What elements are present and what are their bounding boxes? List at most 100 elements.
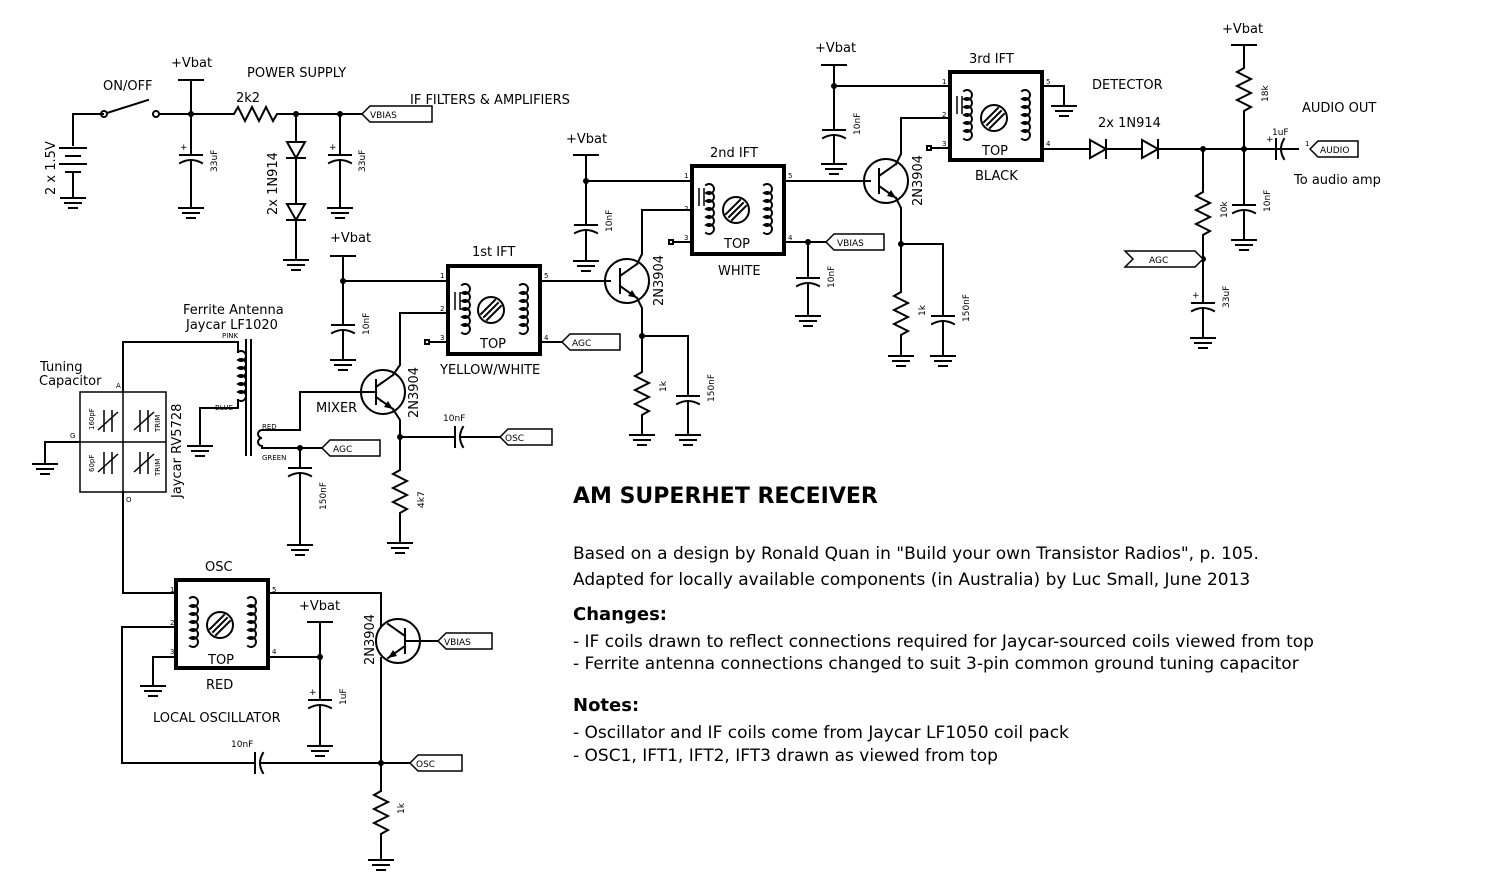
on-off-label: ON/OFF <box>103 79 153 94</box>
ift1-cap-label: 10nF <box>362 313 372 335</box>
ift1-agc-flag: AGC <box>572 339 591 349</box>
changes-heading: Changes: <box>573 604 667 625</box>
resistor-4k7 <box>392 463 408 520</box>
detector-cap-label: 10nF <box>1263 190 1273 212</box>
ift2-vbat-label: +Vbat <box>566 132 607 147</box>
detector-diodes-label: 2x 1N914 <box>1098 116 1161 131</box>
osc-pin2: 2 <box>170 619 174 627</box>
ift3-section: 3rd IFT +Vbat 10nF TOP 1 2 3 5 4 BLACK <box>815 41 1091 184</box>
ift2-vbias-flag: VBIAS <box>837 239 864 249</box>
if-filters-label: IF FILTERS & AMPLIFIERS <box>410 93 570 108</box>
ift3-vbat-label: +Vbat <box>815 41 856 56</box>
ift3-cap-label: 10nF <box>853 113 863 135</box>
vbias-flag: VBIAS <box>370 111 397 121</box>
change-item-2: - Ferrite antenna connections changed to… <box>573 654 1299 674</box>
ift2-pin1: 1 <box>684 172 688 180</box>
resistor-2k2 <box>227 106 284 122</box>
resistor-18k <box>1236 61 1252 118</box>
ift1-pin4: 4 <box>544 334 549 342</box>
ift2-section: 2nd IFT IF FILTERS & AMPLIFIERS +Vbat 10… <box>410 93 885 327</box>
ift1-pin5: 5 <box>544 272 548 280</box>
cap-1uf-label: 1uF <box>1272 128 1289 138</box>
pin-g-label: G <box>70 432 75 440</box>
if-amp2-section: 2N3904 1k 150nF <box>863 117 972 367</box>
osc-pin3: 3 <box>170 648 174 656</box>
credit-line-2: Adapted for locally available components… <box>573 570 1250 590</box>
detector-vbat-label: +Vbat <box>1222 22 1263 37</box>
ift2-pin5: 5 <box>788 172 792 180</box>
audio-flag: AUDIO <box>1320 146 1349 156</box>
ift1-label: 1st IFT <box>472 245 515 260</box>
if-amp1-section: 2N3904 1k 150nF <box>604 209 717 446</box>
to-audio-amp-label: To audio amp <box>1293 173 1381 188</box>
mixer-2n3904-label: 2N3904 <box>407 367 422 418</box>
ift3-label: 3rd IFT <box>969 52 1014 67</box>
jaycar-rv5728-label: Jaycar RV5728 <box>170 404 185 499</box>
cap-33uf-label: 33uF <box>210 150 220 172</box>
osc-1uf-label: 1uF <box>339 688 349 705</box>
change-item-1: - IF coils drawn to reflect connections … <box>573 632 1314 652</box>
osc-pin4: 4 <box>272 648 277 656</box>
svg-text:+: + <box>329 143 337 153</box>
agc-flag: AGC <box>333 445 352 455</box>
ift3-color-label: BLACK <box>975 169 1018 184</box>
mixer-label: MIXER <box>316 401 357 416</box>
detector-agc-flag: AGC <box>1149 256 1168 266</box>
r-18k-label: 18k <box>1261 85 1271 102</box>
r-4k7-label: 4k7 <box>417 491 427 508</box>
red-wire-label: RED <box>262 423 277 431</box>
trim-label-2: TRIM <box>154 459 162 477</box>
ift2-cap-label: 10nF <box>605 210 615 232</box>
green-wire-label: GREEN <box>262 454 286 462</box>
osc-r-label: 1k <box>397 802 407 814</box>
power-switch <box>105 98 150 115</box>
osc-label: OSC <box>205 560 233 575</box>
ift1-top-label: TOP <box>479 337 506 352</box>
ift2-label: 2nd IFT <box>710 146 758 161</box>
svg-text:+: + <box>1266 135 1274 145</box>
detector-33uf-label: 33uF <box>1222 286 1232 308</box>
if-amp1-resistor <box>634 365 650 422</box>
detector-section: DETECTOR 2x 1N914 +Vbat 18k 10nF 10k + 3… <box>1089 22 1381 349</box>
cap-33uf-label-2: 33uF <box>358 150 368 172</box>
ift1-pin2: 2 <box>440 305 444 313</box>
audio-out-label: AUDIO OUT <box>1302 101 1376 116</box>
osc-2n3904-label: 2N3904 <box>363 614 378 665</box>
ift2-pin4: 4 <box>788 234 793 242</box>
osc-vbat-label: +Vbat <box>299 599 340 614</box>
osc-top-label: TOP <box>207 653 234 668</box>
ift2-pin3: 3 <box>684 234 688 242</box>
oscillator-section: OSC TOP 1 2 3 5 4 RED LOCAL OSCILLATOR 1… <box>121 560 493 871</box>
audio-pin1: 1 <box>1305 140 1309 148</box>
ift1-pin1: 1 <box>440 272 444 280</box>
power-supply-section: ON/OFF POWER SUPPLY +Vbat 2 x 1.5V + 33u… <box>44 56 433 271</box>
if-amp1-r-label: 1k <box>659 380 669 392</box>
power-supply-label: POWER SUPPLY <box>247 66 346 81</box>
ift2-top-label: TOP <box>723 237 750 252</box>
ift3-top-label: TOP <box>981 144 1008 159</box>
jaycar-lf1020-label: Jaycar LF1020 <box>185 318 278 333</box>
osc-flag: OSC <box>505 434 524 444</box>
r-10k-label: 10k <box>1220 201 1230 218</box>
local-oscillator-label: LOCAL OSCILLATOR <box>153 711 281 726</box>
ift2-color-label: WHITE <box>718 264 761 279</box>
ift3-pin2: 2 <box>942 111 946 119</box>
if-amp2-r-label: 1k <box>918 304 928 316</box>
blue-label: BLUE <box>215 404 233 412</box>
ift3-pin1: 1 <box>942 78 946 86</box>
credit-line-1: Based on a design by Ronald Quan in "Bui… <box>573 544 1259 564</box>
ift1-pin3: 3 <box>440 334 444 342</box>
diodes-label: 2x 1N914 <box>266 152 281 215</box>
antenna-coil <box>237 350 247 402</box>
mixer-cap-10nf-label: 10nF <box>443 414 465 424</box>
if-amp1-2n3904-label: 2N3904 <box>652 255 667 306</box>
osc-pin5: 5 <box>272 586 276 594</box>
if-amp2-resistor <box>893 285 909 342</box>
osc-out-flag: OSC <box>416 760 435 770</box>
ift2-cap2-label: 10nF <box>827 266 837 288</box>
cap-150nf-label: 150nF <box>319 482 329 510</box>
note-item-1: - Oscillator and IF coils come from Jayc… <box>573 723 1069 743</box>
page-title: AM SUPERHET RECEIVER <box>573 484 878 509</box>
cap-60pf-label: 60pF <box>88 455 96 472</box>
